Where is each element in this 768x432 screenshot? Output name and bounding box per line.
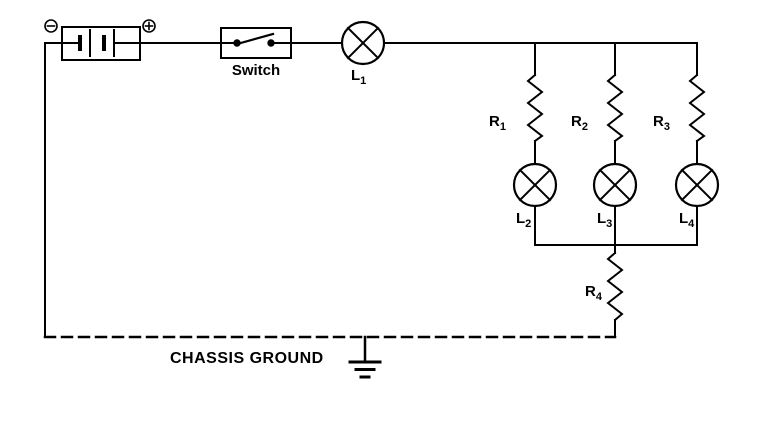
battery (44, 19, 156, 61)
lamp-l1 (340, 20, 386, 66)
branch-1 (512, 42, 558, 246)
resistor-r3 (688, 73, 706, 143)
branch-2 (592, 42, 638, 246)
chassis-ground-icon (348, 335, 382, 379)
schematic-strokes (43, 19, 720, 379)
chassis-ground-label: CHASSIS GROUND (170, 350, 324, 367)
resistor-r4 (606, 251, 624, 322)
resistor-r2 (606, 73, 624, 143)
switch-component (220, 27, 292, 59)
lamp-l1-label: L1 (351, 67, 366, 87)
resistor-r2-label: R2 (571, 113, 588, 133)
lamp-l3-label: L3 (597, 210, 612, 230)
battery-minus-circle (44, 19, 58, 33)
lamp-l4-x-icon (680, 168, 714, 202)
switch-label: Switch (232, 62, 280, 79)
lamp-l2-x-icon (518, 168, 552, 202)
switch-contact-right (267, 39, 275, 47)
lamp-l4-label: L4 (679, 210, 695, 230)
battery-plus-circle (142, 19, 156, 33)
resistor-r1-label: R1 (489, 113, 506, 133)
lamp-l2-label: L2 (516, 210, 531, 230)
branch-3 (674, 42, 720, 246)
battery-minus-icon (44, 19, 58, 33)
lamp-l1-circle (340, 20, 386, 66)
battery-plus-icon (142, 19, 156, 33)
switch-blade (235, 32, 275, 46)
resistor-r4-label: R4 (585, 283, 603, 303)
lamp-l1-x-icon (346, 26, 380, 60)
resistor-r1 (526, 73, 544, 143)
lamp-l3-x-icon (598, 168, 632, 202)
wire-left-loop (44, 42, 63, 338)
resistor-r3-label: R3 (653, 113, 670, 133)
